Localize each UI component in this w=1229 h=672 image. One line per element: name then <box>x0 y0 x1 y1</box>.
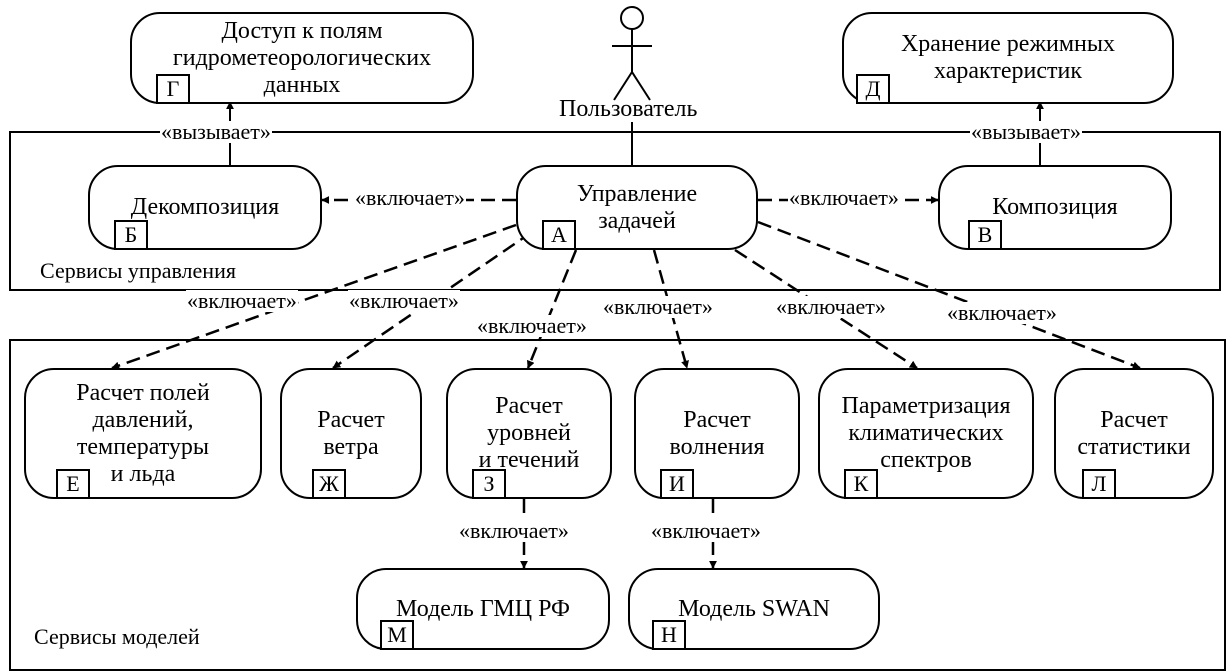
edge-label-include-zh: «включает» <box>348 288 460 313</box>
usecase-label: Расчет ветра <box>317 406 385 460</box>
usecase-model-gmc[interactable]: Модель ГМЦ РФ М <box>356 568 610 650</box>
usecase-tag: Е <box>56 469 90 499</box>
usecase-tag: Г <box>156 74 190 104</box>
control-services-label: Сервисы управления <box>40 258 236 283</box>
usecase-climate-spectra[interactable]: Параметризация климатических спектров К <box>818 368 1034 499</box>
usecase-regime-storage[interactable]: Хранение режимных характеристик Д <box>842 12 1174 104</box>
user-actor-label: Пользователь <box>559 96 698 122</box>
usecase-label: Параметризация климатических спектров <box>841 393 1011 473</box>
usecase-tag: Н <box>652 620 686 650</box>
edge-label-include-k: «включает» <box>775 294 887 319</box>
usecase-label: Хранение режимных характеристик <box>900 31 1116 84</box>
edge-label-calls-g: «вызывает» <box>160 119 272 144</box>
usecase-label: Расчет статистики <box>1077 406 1191 460</box>
edge-label-include-m: «включает» <box>458 518 570 543</box>
usecase-decomposition[interactable]: Декомпозиция Б <box>88 165 322 250</box>
usecase-label: Расчет волнения <box>669 406 765 460</box>
edge-label-include-n: «включает» <box>650 518 762 543</box>
usecase-tag: И <box>660 469 694 499</box>
usecase-tag: Б <box>114 220 148 250</box>
usecase-label: Композиция <box>992 194 1118 220</box>
user-actor-icon <box>612 6 652 101</box>
edge-include-l <box>757 220 1141 370</box>
edge-include-z <box>526 249 578 369</box>
usecase-label: Модель SWAN <box>678 595 830 622</box>
usecase-tag: Ж <box>312 469 346 499</box>
usecase-label: Управление задачей <box>576 180 698 234</box>
usecase-levels-currents[interactable]: Расчет уровней и течений З <box>446 368 612 499</box>
edge-label-include-v: «включает» <box>788 185 900 210</box>
edge-label-include-z: «включает» <box>476 313 588 338</box>
usecase-label: Модель ГМЦ РФ <box>396 595 570 622</box>
usecase-waves[interactable]: Расчет волнения И <box>634 368 800 499</box>
usecase-label: Декомпозиция <box>130 194 280 220</box>
edge-include-zh <box>332 230 533 370</box>
usecase-tag: В <box>968 220 1002 250</box>
usecase-pressure-temp-ice[interactable]: Расчет полей давлений, температуры и льд… <box>24 368 262 499</box>
usecase-model-swan[interactable]: Модель SWAN Н <box>628 568 880 650</box>
usecase-tag: Д <box>856 74 890 104</box>
edge-include-e <box>111 223 517 370</box>
edge-label-include-i: «включает» <box>602 294 714 319</box>
usecase-label: Расчет полей давлений, температуры и льд… <box>76 379 210 487</box>
usecase-composition[interactable]: Композиция В <box>938 165 1172 250</box>
model-services-frame <box>9 339 1226 671</box>
edge-label-calls-d: «вызывает» <box>970 119 1082 144</box>
usecase-hydromet-data-access[interactable]: Доступ к полям гидрометеорологических да… <box>130 12 474 104</box>
usecase-label: Расчет уровней и течений <box>478 393 580 473</box>
usecase-tag: М <box>380 620 414 650</box>
usecase-statistics[interactable]: Расчет статистики Л <box>1054 368 1214 499</box>
usecase-task-control[interactable]: Управление задачей А <box>516 165 758 250</box>
usecase-wind[interactable]: Расчет ветра Ж <box>280 368 422 499</box>
edge-label-include-l: «включает» <box>946 300 1058 325</box>
edge-label-include-e: «включает» <box>186 288 298 313</box>
usecase-tag: Л <box>1082 469 1116 499</box>
control-services-frame <box>9 131 1221 291</box>
usecase-tag: К <box>844 469 878 499</box>
edge-label-include-b: «включает» <box>354 185 466 210</box>
usecase-tag: А <box>542 220 576 250</box>
usecase-tag: З <box>472 469 506 499</box>
model-services-label: Сервисы моделей <box>34 624 200 649</box>
usecase-label: Доступ к полям гидрометеорологических да… <box>172 17 432 98</box>
